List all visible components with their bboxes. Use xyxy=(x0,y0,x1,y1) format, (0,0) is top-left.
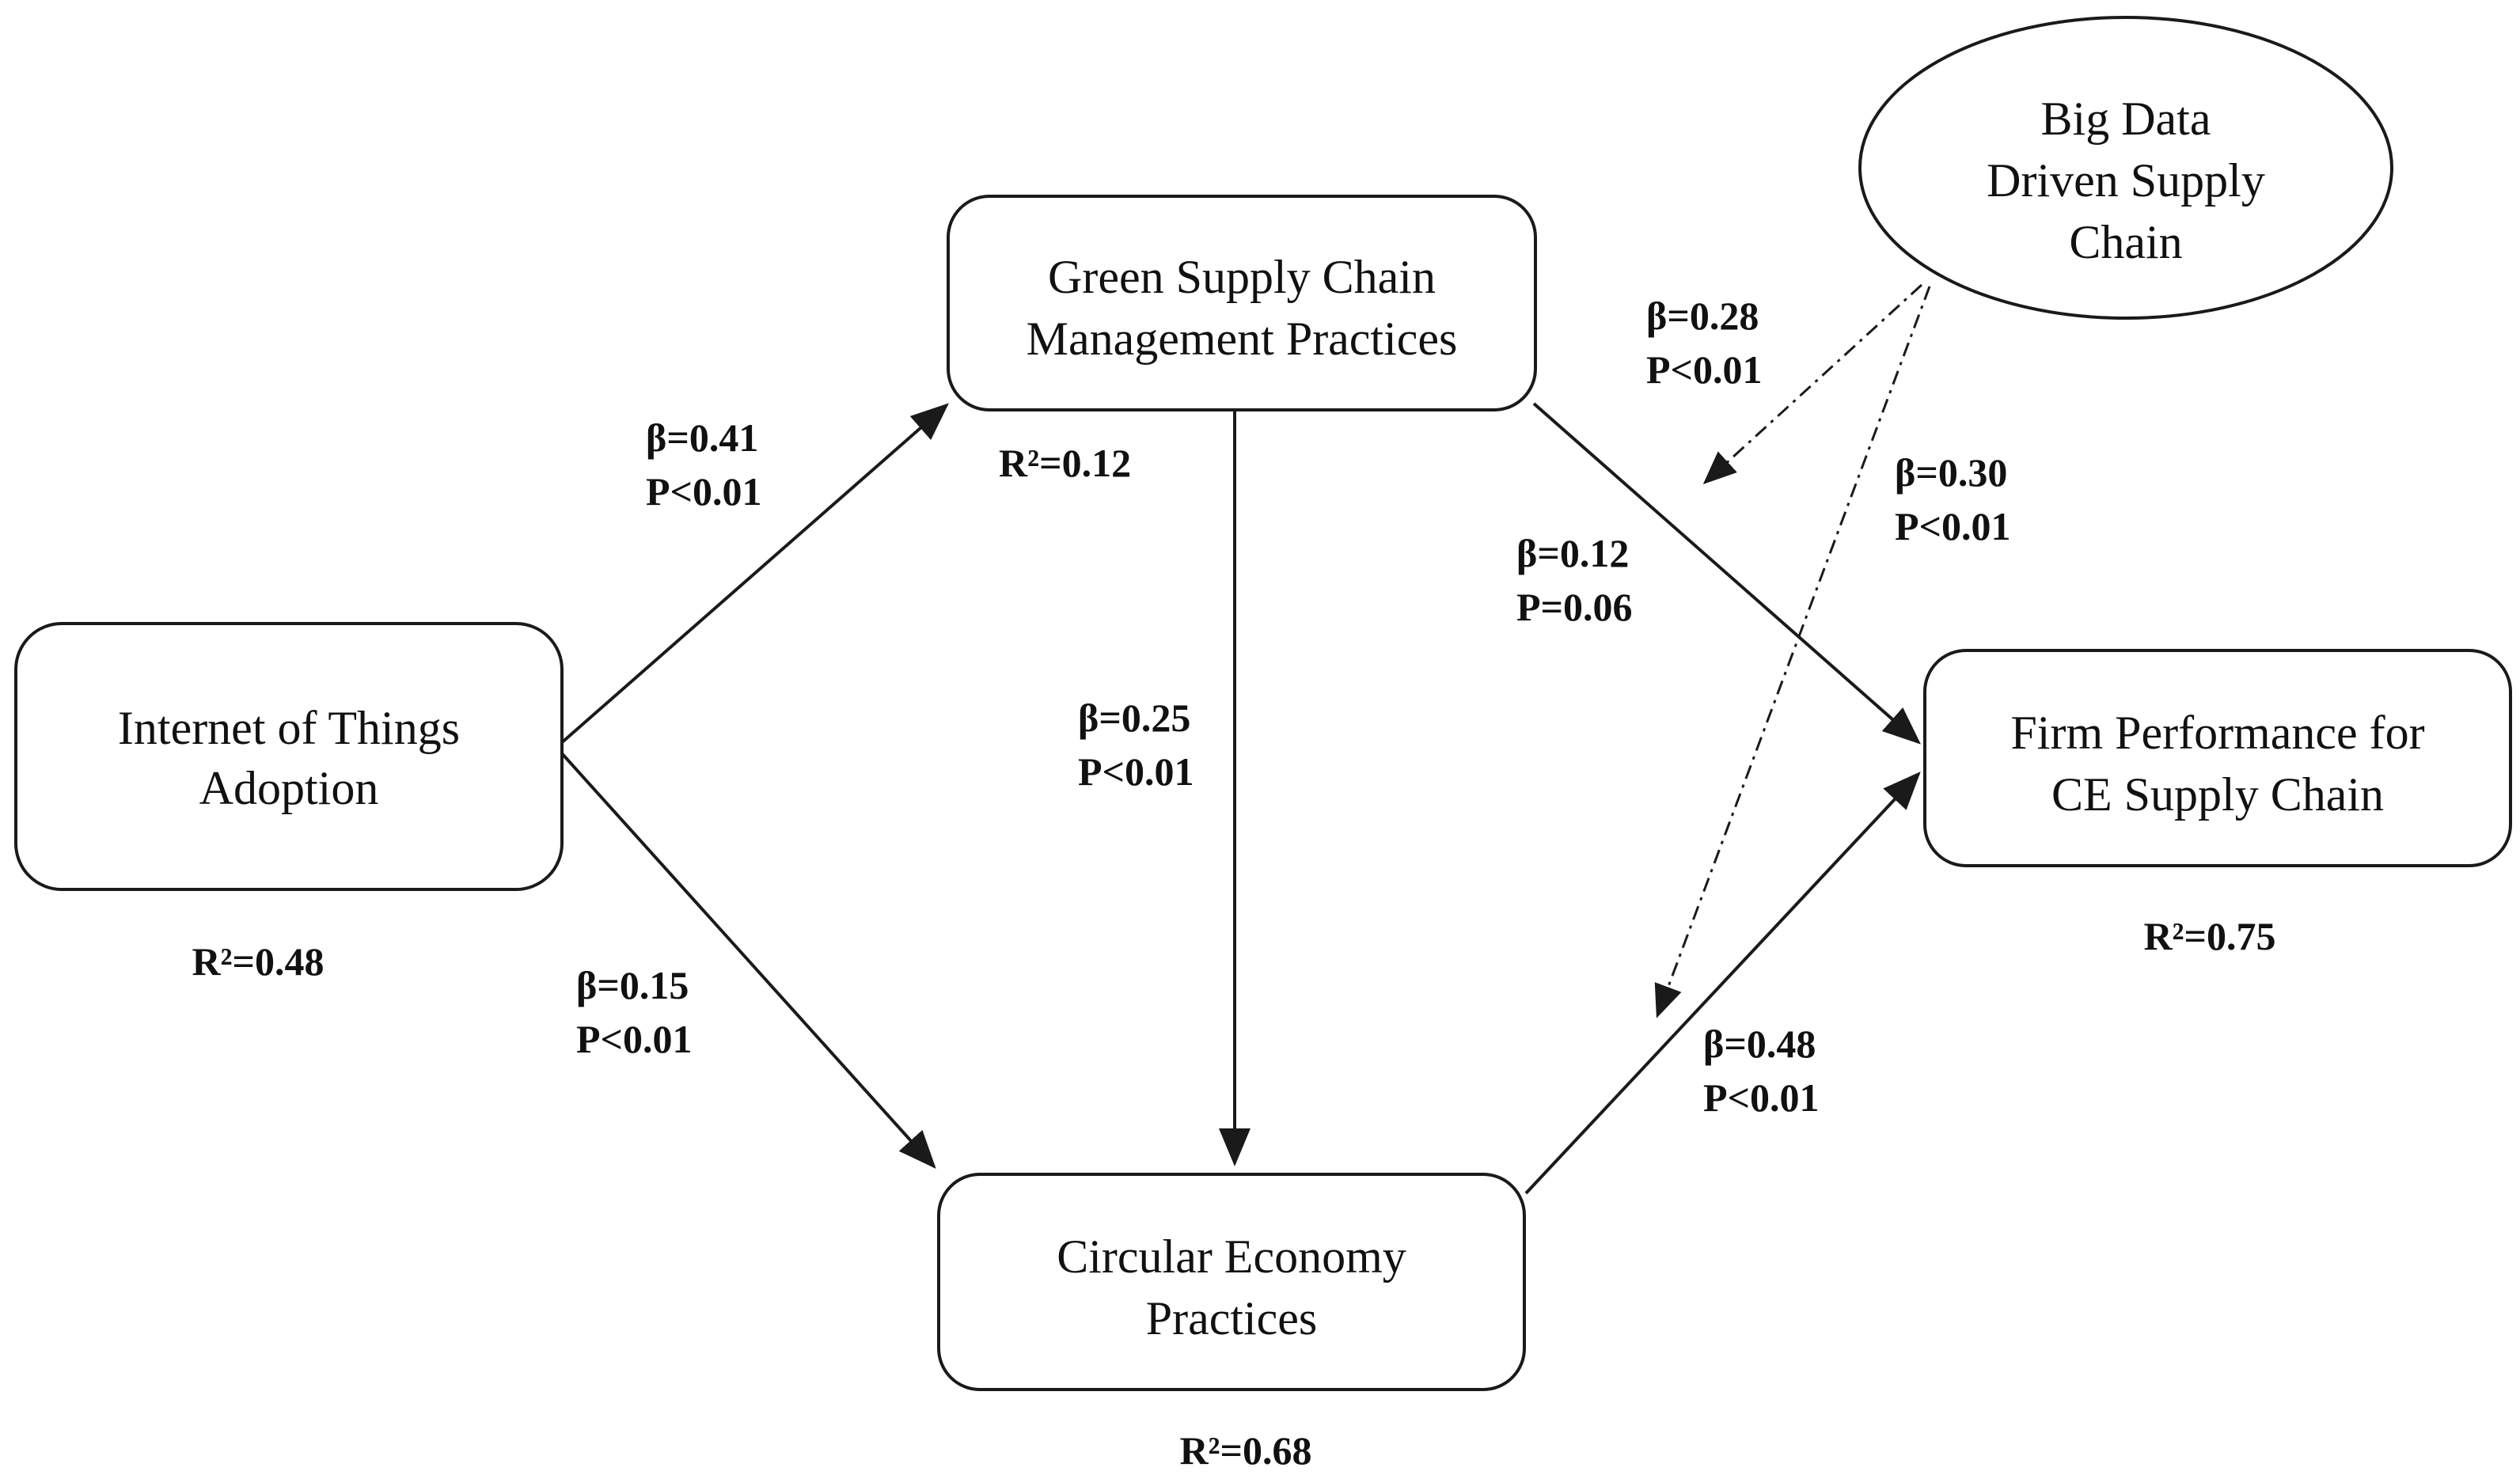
node-iot-adoption: Internet of Things Adoption xyxy=(14,622,564,891)
arrow-cep-to-fp xyxy=(1524,772,1921,1195)
node-cep-line2: Practices xyxy=(1146,1292,1318,1344)
moderation-arrow-bd-gscm-fp xyxy=(1702,283,1923,485)
r2-gscm-label: R²=0.12 xyxy=(999,441,1131,485)
path-label-gscm-cep: β=0.25 P<0.01 xyxy=(1078,696,1194,794)
path-iot-cep-beta: β=0.15 xyxy=(576,963,689,1007)
node-bd-line2: Driven Supply xyxy=(1987,154,2265,207)
path-label-bd-gscm-fp: β=0.28 P<0.01 xyxy=(1646,294,1763,392)
path-bd-cep-fp-beta: β=0.30 xyxy=(1895,450,2007,495)
node-ce-practices: Circular Economy Practices xyxy=(937,1173,1526,1391)
path-label-cep-fp: β=0.48 P<0.01 xyxy=(1703,1022,1820,1120)
r2-cep-label: R²=0.68 xyxy=(1179,1428,1311,1473)
path-cep-fp-beta: β=0.48 xyxy=(1703,1022,1816,1066)
node-cep-line1: Circular Economy xyxy=(1057,1230,1406,1283)
arrow-iot-to-gscm xyxy=(559,403,950,745)
path-gscm-cep-p: P<0.01 xyxy=(1078,749,1194,794)
node-fp-line2: CE Supply Chain xyxy=(2051,768,2384,821)
node-iot-line1: Internet of Things xyxy=(118,702,460,754)
path-label-iot-cep: β=0.15 P<0.01 xyxy=(576,963,693,1061)
node-bd-line1: Big Data xyxy=(2041,93,2211,145)
path-bd-cep-fp-p: P<0.01 xyxy=(1895,504,2011,548)
path-gscm-fp-beta: β=0.12 xyxy=(1516,531,1629,575)
path-label-iot-gscm: β=0.41 P<0.01 xyxy=(646,415,762,514)
node-firm-performance: Firm Performance for CE Supply Chain xyxy=(1923,649,2512,867)
r2-fp-label: R²=0.75 xyxy=(2143,914,2275,958)
path-bd-gscm-fp-p: P<0.01 xyxy=(1646,347,1763,392)
node-big-data-supply-chain: Big Data Driven Supply Chain xyxy=(1858,16,2393,320)
node-gscm-practices: Green Supply Chain Management Practices xyxy=(947,195,1537,411)
path-iot-gscm-p: P<0.01 xyxy=(646,469,762,514)
r2-iot-label: R²=0.48 xyxy=(192,939,324,984)
path-gscm-cep-beta: β=0.25 xyxy=(1078,696,1190,740)
path-iot-cep-p: P<0.01 xyxy=(576,1017,693,1061)
path-cep-fp-p: P<0.01 xyxy=(1703,1075,1820,1120)
node-gscm-line1: Green Supply Chain xyxy=(1048,251,1436,303)
node-fp-line1: Firm Performance for xyxy=(2010,707,2424,759)
arrow-gscm-to-fp xyxy=(1532,402,1922,745)
arrow-iot-to-cep xyxy=(559,750,936,1169)
node-bd-line3: Chain xyxy=(2069,216,2182,268)
moderation-arrow-bd-cep-fp xyxy=(1654,286,1931,1018)
node-iot-line2: Adoption xyxy=(199,762,379,814)
path-gscm-fp-p: P=0.06 xyxy=(1516,585,1633,629)
path-bd-gscm-fp-beta: β=0.28 xyxy=(1646,294,1759,338)
path-label-bd-cep-fp: β=0.30 P<0.01 xyxy=(1895,450,2011,548)
path-label-gscm-fp: β=0.12 P=0.06 xyxy=(1516,531,1633,629)
path-iot-gscm-beta: β=0.41 xyxy=(646,415,758,460)
node-gscm-line2: Management Practices xyxy=(1027,313,1458,365)
